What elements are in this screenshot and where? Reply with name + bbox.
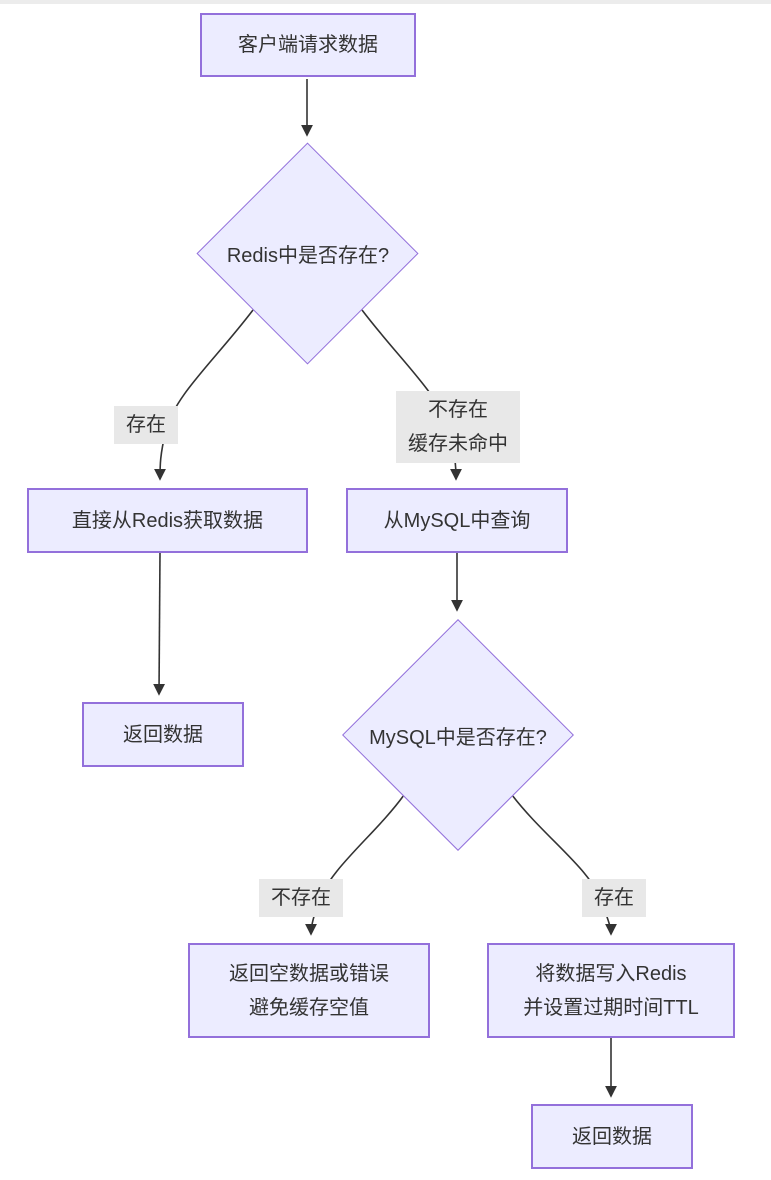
decision-redis-exists-label: Redis中是否存在? xyxy=(226,244,390,267)
node-write-redis: 将数据写入Redis 并设置过期时间TTL xyxy=(487,943,735,1038)
node-return-empty: 返回空数据或错误 避免缓存空值 xyxy=(188,943,430,1038)
node-mysql-query: 从MySQL中查询 xyxy=(346,488,568,553)
node-client-request: 客户端请求数据 xyxy=(200,13,416,77)
node-redis-get: 直接从Redis获取数据 xyxy=(27,488,308,553)
decision-mysql-exists-label: MySQL中是否存在? xyxy=(369,726,547,749)
edge-label-redis-hit: 存在 xyxy=(114,406,178,444)
node-return-data-left: 返回数据 xyxy=(82,702,244,767)
edge-label-mysql-miss: 不存在 xyxy=(259,879,343,917)
top-strip xyxy=(0,0,771,4)
edge-label-mysql-hit: 存在 xyxy=(582,879,646,917)
edge-redisget-to-return xyxy=(153,552,166,696)
edge-label-redis-miss: 不存在 缓存未命中 xyxy=(396,391,520,463)
edge-redis-hit xyxy=(154,309,254,481)
node-return-data-right: 返回数据 xyxy=(531,1104,693,1169)
